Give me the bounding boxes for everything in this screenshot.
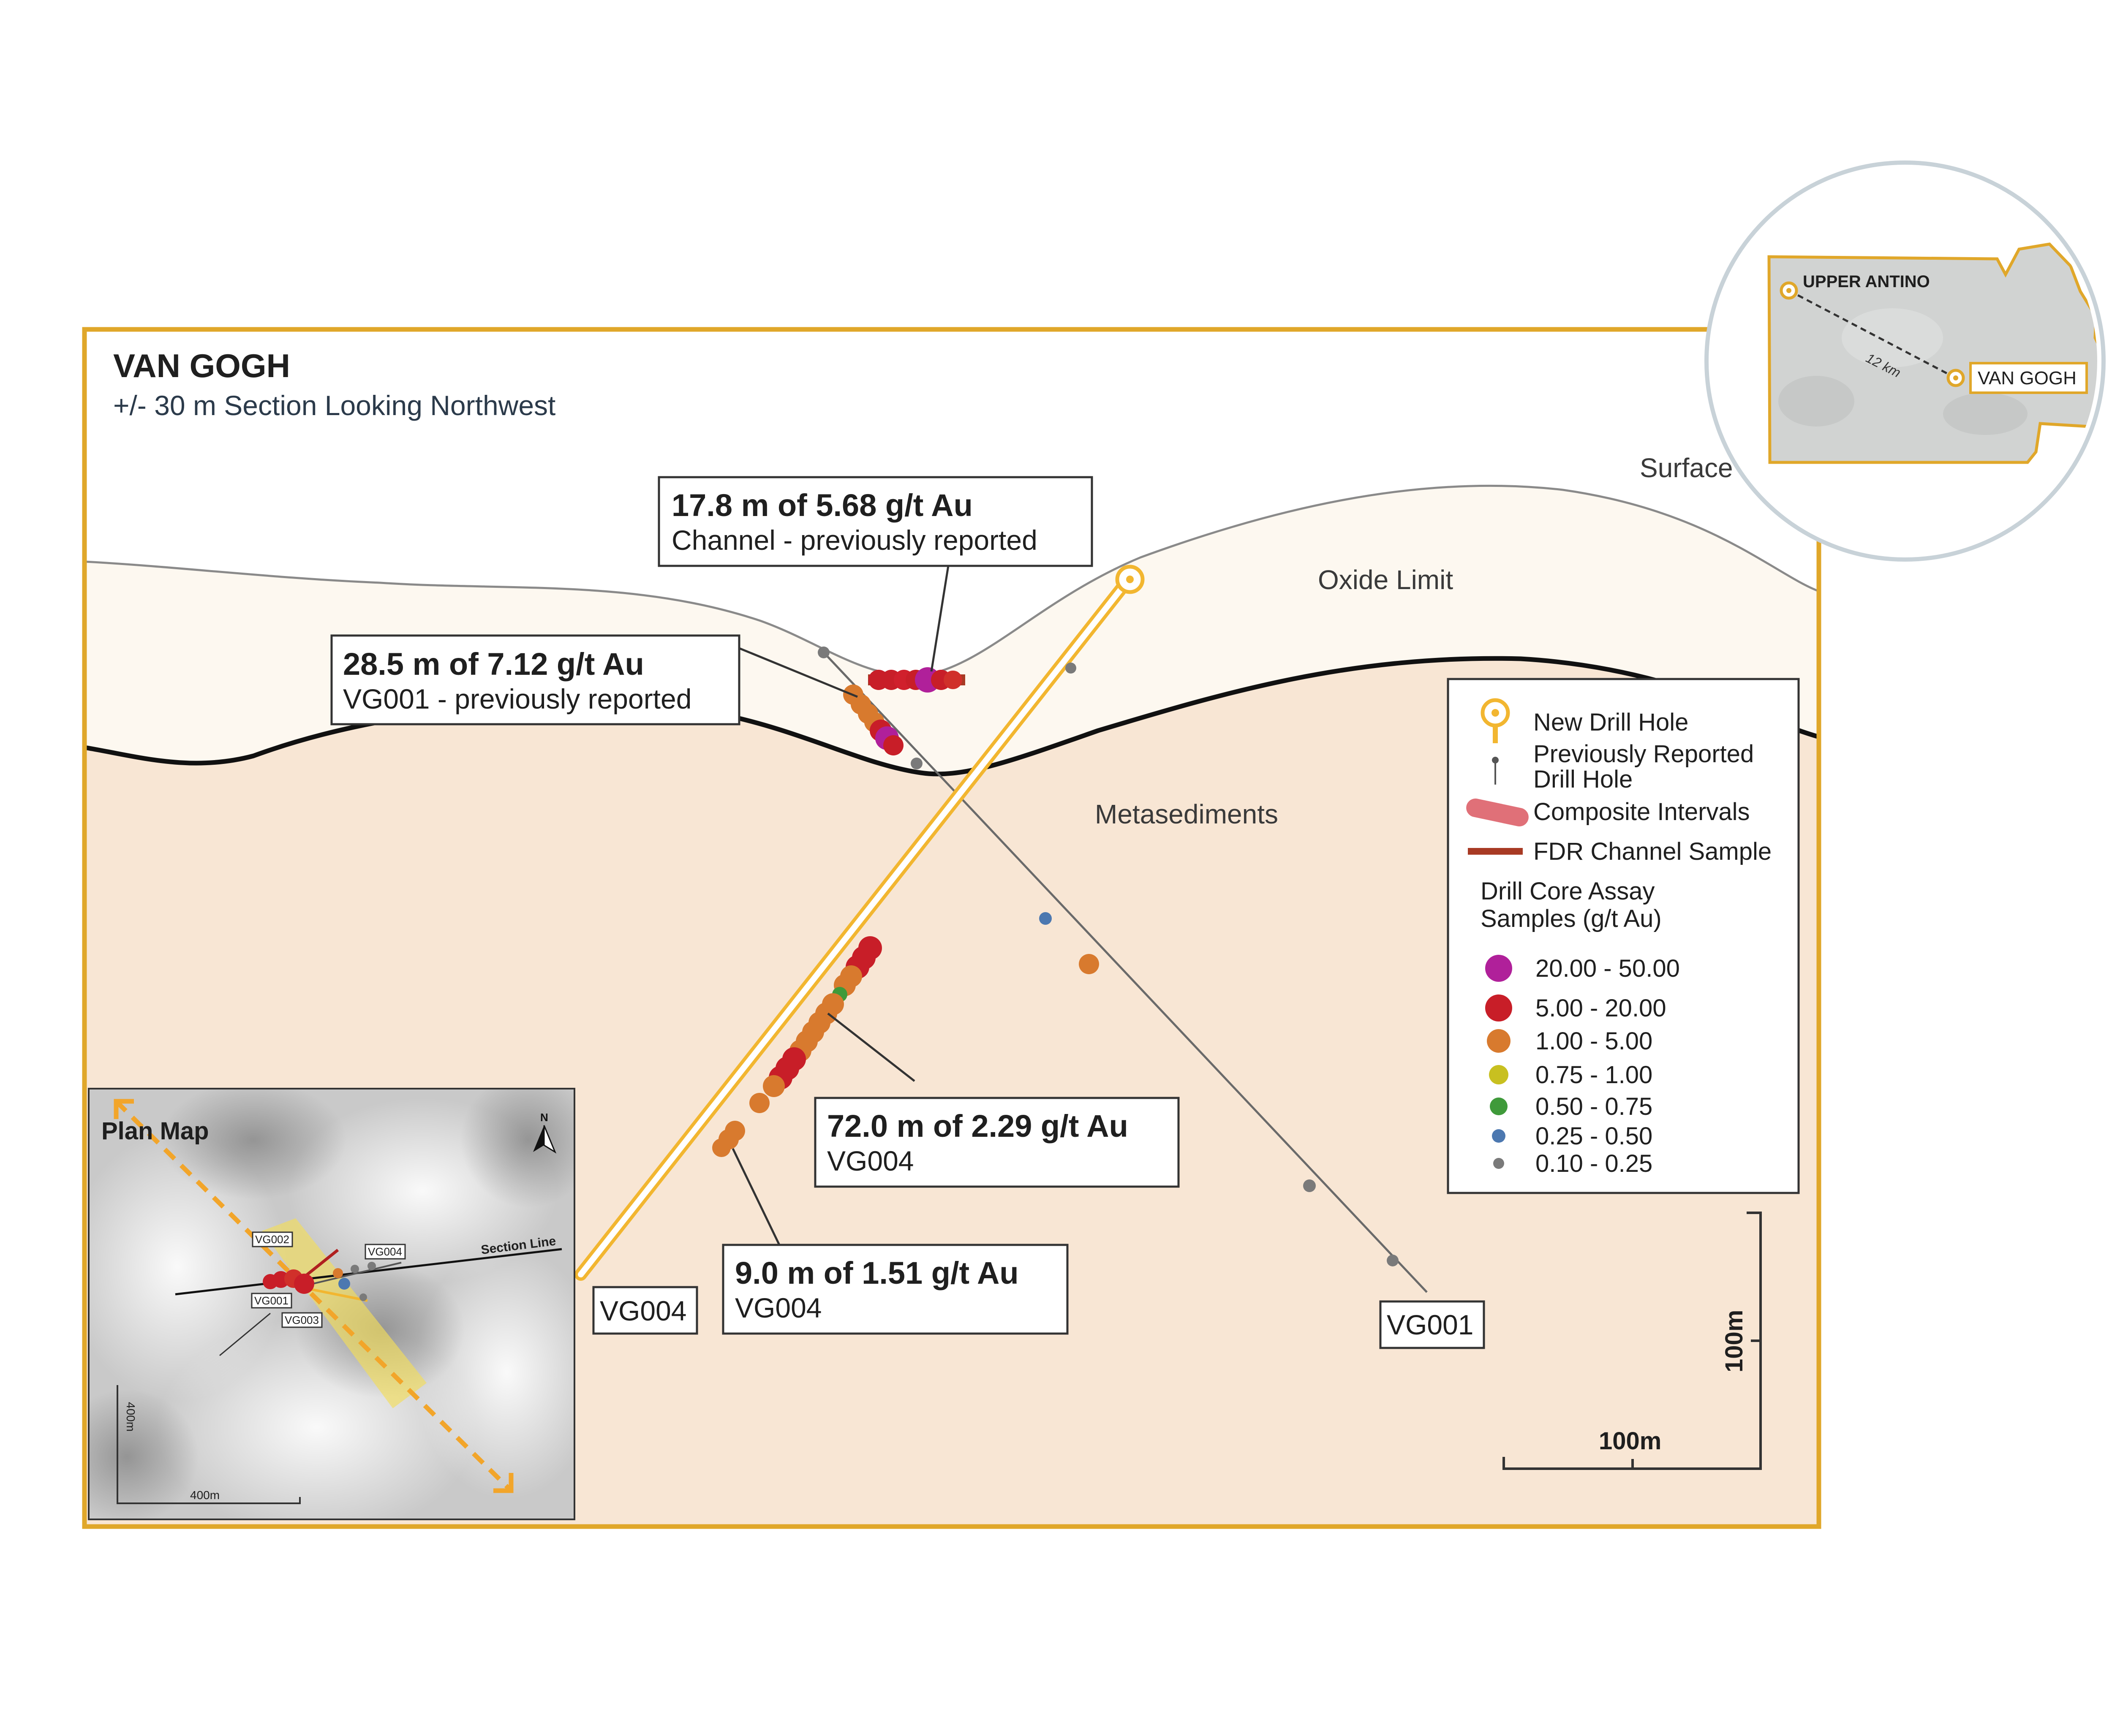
vg004-composite-lower [712, 1121, 745, 1157]
hole-label-vg004: VG004 [592, 1286, 698, 1335]
locator-map: UPPER ANTINO 12 km VAN GOGH [1704, 160, 2106, 562]
assay-label-050-075: 0.50 - 0.75 [1535, 1093, 1652, 1120]
hole-label-vg001-text: VG001 [1387, 1309, 1473, 1340]
assay-sample [1303, 1179, 1316, 1192]
assay-swatch-5-20 [1485, 994, 1512, 1021]
channel-sample-icon [1468, 848, 1523, 855]
locator-distance-line [1788, 289, 1957, 379]
previous-drill-hole-icon [1492, 757, 1499, 785]
callout-vg001-detail: VG001 - previously reported [343, 683, 691, 715]
assay-swatch-010-025 [1493, 1158, 1504, 1169]
hole-label-vg004-text: VG004 [600, 1295, 686, 1326]
scale-bar [1502, 1212, 1762, 1470]
assay-label-20-50: 20.00 - 50.00 [1535, 955, 1680, 982]
collar-dot [1126, 576, 1134, 583]
legend-new-drill-hole: New Drill Hole [1533, 709, 1688, 736]
callout-vg004-72m: 72.0 m of 2.29 g/t Au VG004 [814, 1097, 1180, 1188]
assay-sample [1079, 954, 1099, 974]
north-label: N [540, 1111, 548, 1124]
assay-swatch-050-075 [1490, 1098, 1508, 1115]
callout-vg004-9m-detail: VG004 [735, 1292, 822, 1323]
callout-channel-detail: Channel - previously reported [672, 524, 1037, 556]
assay-sample [818, 647, 830, 658]
locator-van-gogh: VAN GOGH [1978, 368, 2077, 388]
assay-swatch-20-50 [1485, 955, 1512, 982]
legend-channel-sample: FDR Channel Sample [1533, 838, 1772, 865]
assay-sample [1387, 1255, 1399, 1266]
callout-vg004-9m: 9.0 m of 1.51 g/t Au VG004 [722, 1244, 1069, 1335]
callout-channel: 17.8 m of 5.68 g/t Au Channel - previous… [658, 476, 1093, 567]
new-drill-hole-icon [1481, 698, 1510, 743]
vg004-composite-upper [749, 936, 882, 1113]
assay-sample [1039, 912, 1052, 925]
plan-scale-bar [117, 1385, 301, 1504]
plan-tag-vg002: VG002 [255, 1233, 289, 1246]
page-title: VAN GOGH [113, 347, 290, 384]
composite-interval-icon [1466, 798, 1529, 827]
scale-horizontal-label: 100m [1599, 1427, 1661, 1455]
callout-channel-headline: 17.8 m of 5.68 g/t Au [672, 488, 973, 523]
plan-tag-vg004: VG004 [368, 1245, 402, 1258]
scale-vertical-label: 100m [1720, 1310, 1748, 1372]
callout-vg004-9m-headline: 9.0 m of 1.51 g/t Au [735, 1255, 1019, 1290]
callout-vg001: 28.5 m of 7.12 g/t Au VG001 - previously… [330, 634, 740, 725]
assay-swatch-075-1 [1489, 1065, 1508, 1084]
callout-vg001-headline: 28.5 m of 7.12 g/t Au [343, 647, 644, 682]
page-subtitle: +/- 30 m Section Looking Northwest [113, 390, 555, 421]
plan-scale-y-label: 400m [124, 1402, 137, 1432]
vg001-composite [843, 685, 904, 755]
assay-swatch-025-050 [1492, 1129, 1505, 1143]
north-arrow-icon: N [533, 1111, 557, 1154]
assay-label-010-025: 0.10 - 0.25 [1535, 1150, 1652, 1177]
assay-sample [1065, 663, 1076, 674]
vg004-trace-core [578, 576, 1132, 1277]
plan-scale-x-label: 400m [190, 1489, 220, 1502]
assay-label-025-050: 0.25 - 0.50 [1535, 1122, 1652, 1150]
locator-upper-antino: UPPER ANTINO [1803, 272, 1930, 291]
callout-vg004-72m-detail: VG004 [827, 1145, 914, 1176]
vg001-trace [823, 652, 1428, 1293]
oxide-limit-line [84, 656, 1819, 777]
section-frame [82, 327, 1821, 1529]
surface-label: Surface [1640, 453, 1733, 483]
plan-tag-vg003: VG003 [285, 1314, 319, 1326]
plan-tag-vg001: VG001 [254, 1294, 288, 1307]
hole-label-vg001: VG001 [1379, 1300, 1485, 1349]
callout-vg004-72m-headline: 72.0 m of 2.29 g/t Au [827, 1108, 1128, 1144]
channel-sample [868, 667, 965, 693]
metasediments-label: Metasediments [1095, 799, 1278, 829]
assay-sample [911, 758, 923, 769]
oxide-limit-label: Oxide Limit [1318, 565, 1453, 595]
plan-map-inset: VG002 VG004 VG001 VG003 Section Line N 4… [88, 1088, 575, 1520]
legend-composite-intervals: Composite Intervals [1533, 798, 1750, 826]
assay-label-075-1: 0.75 - 1.00 [1535, 1061, 1652, 1089]
leader-lines [732, 565, 950, 1246]
assay-swatch-1-5 [1487, 1029, 1511, 1053]
assay-label-1-5: 1.00 - 5.00 [1535, 1027, 1652, 1055]
plan-map-title: Plan Map [101, 1117, 209, 1145]
assay-label-5-20: 5.00 - 20.00 [1535, 994, 1666, 1022]
